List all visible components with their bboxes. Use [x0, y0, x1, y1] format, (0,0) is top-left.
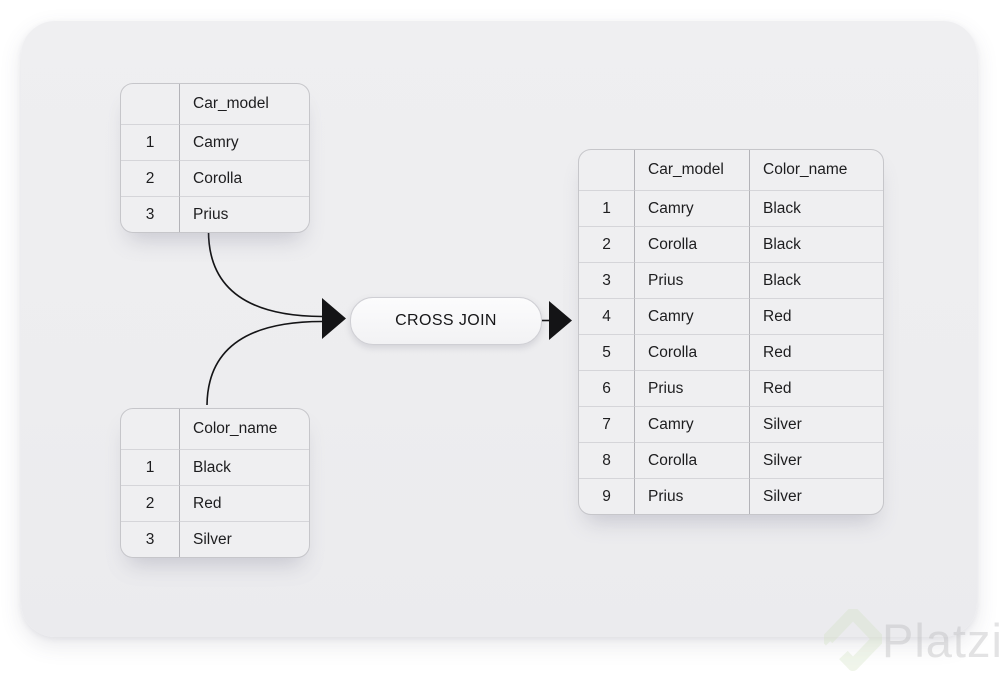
data-cell: Corolla — [634, 442, 749, 478]
column-header: Car_model — [179, 84, 309, 124]
data-cell: Prius — [179, 196, 309, 232]
table-header-row: Color_name — [121, 409, 309, 449]
data-cell: Camry — [634, 298, 749, 334]
cross-join-label: CROSS JOIN — [395, 312, 497, 329]
row-index-cell: 3 — [121, 196, 179, 232]
data-cell: Silver — [179, 521, 309, 557]
data-cell: Black — [749, 190, 883, 226]
data-cell: Prius — [634, 478, 749, 514]
data-cell: Camry — [634, 190, 749, 226]
data-cell: Corolla — [634, 226, 749, 262]
row-index-cell: 1 — [579, 190, 634, 226]
row-index-cell: 5 — [579, 334, 634, 370]
column-header: Car_model — [634, 150, 749, 190]
index-column-header — [121, 409, 179, 449]
data-cell: Red — [179, 485, 309, 521]
column-header: Color_name — [749, 150, 883, 190]
row-index-cell: 2 — [579, 226, 634, 262]
index-column-header — [579, 150, 634, 190]
table-header-row: Car_model — [121, 84, 309, 124]
row-index-cell: 3 — [579, 262, 634, 298]
data-cell: Silver — [749, 406, 883, 442]
row-index-cell: 4 — [579, 298, 634, 334]
data-cell: Camry — [179, 124, 309, 160]
data-cell: Corolla — [634, 334, 749, 370]
data-cell: Prius — [634, 370, 749, 406]
data-cell: Prius — [634, 262, 749, 298]
row-index-cell: 1 — [121, 449, 179, 485]
row-index-cell: 6 — [579, 370, 634, 406]
data-cell: Red — [749, 334, 883, 370]
data-cell: Silver — [749, 478, 883, 514]
data-cell: Red — [749, 298, 883, 334]
data-cell: Corolla — [179, 160, 309, 196]
data-cell: Camry — [634, 406, 749, 442]
row-index-cell: 2 — [121, 485, 179, 521]
row-index-cell: 8 — [579, 442, 634, 478]
row-index-cell: 3 — [121, 521, 179, 557]
column-header: Color_name — [179, 409, 309, 449]
data-cell: Black — [179, 449, 309, 485]
data-cell: Silver — [749, 442, 883, 478]
row-index-cell: 1 — [121, 124, 179, 160]
data-cell: Red — [749, 370, 883, 406]
cross-join-operator: CROSS JOIN — [350, 297, 542, 345]
index-column-header — [121, 84, 179, 124]
row-index-cell: 7 — [579, 406, 634, 442]
data-cell: Black — [749, 262, 883, 298]
row-index-cell: 9 — [579, 478, 634, 514]
row-index-cell: 2 — [121, 160, 179, 196]
data-cell: Black — [749, 226, 883, 262]
